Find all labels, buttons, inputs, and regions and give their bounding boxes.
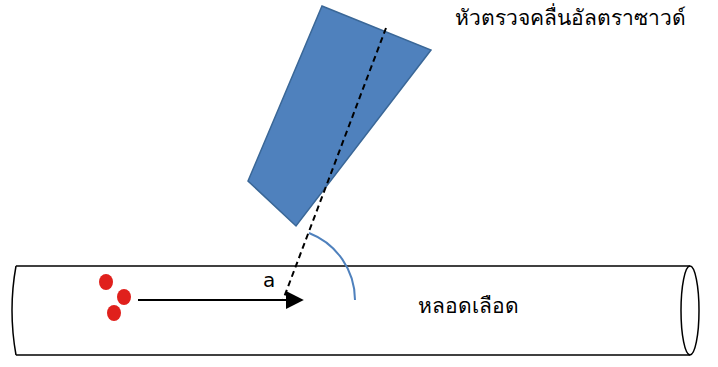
blood-cells xyxy=(99,274,131,321)
ultrasound-probe xyxy=(248,6,431,226)
blood-vessel xyxy=(12,266,699,355)
beam-line xyxy=(283,28,386,300)
angle-arc xyxy=(309,233,355,300)
probe-label: หัวตรวจคลื่นอัลตราซาวด์ xyxy=(455,6,686,31)
flow-arrow xyxy=(138,299,302,301)
angle-label: a xyxy=(263,268,275,292)
vessel-label: หลอดเลือด xyxy=(418,294,519,319)
